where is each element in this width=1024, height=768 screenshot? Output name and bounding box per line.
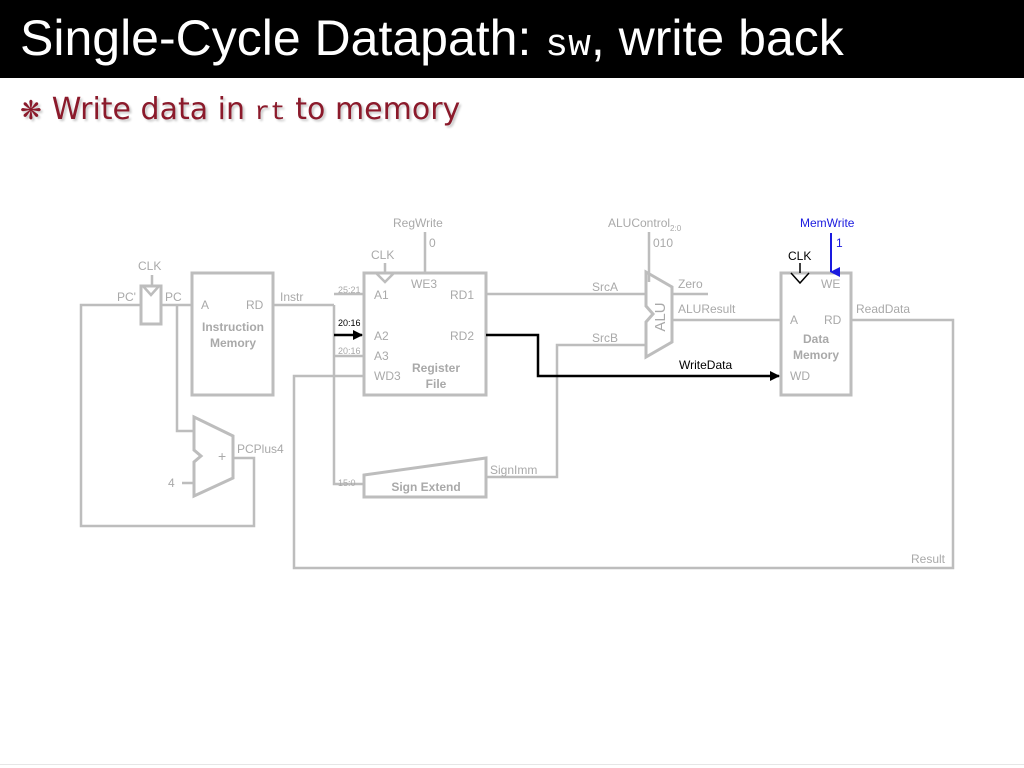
inactive-wires bbox=[79, 232, 955, 570]
dmem-title: Data bbox=[803, 332, 829, 346]
regfile-a3: A3 bbox=[374, 349, 389, 363]
imem-title-2: Memory bbox=[210, 336, 256, 350]
pc-label: PC bbox=[165, 290, 182, 304]
bits-20-16-active: 20:16 bbox=[338, 318, 361, 328]
bullet-code: rt bbox=[254, 97, 286, 127]
writedata-label: WriteData bbox=[679, 358, 732, 372]
dmem-clk-label: CLK bbox=[788, 249, 811, 263]
sign-extend-label: Sign Extend bbox=[391, 480, 460, 494]
alu-label: ALU bbox=[652, 302, 669, 331]
instruction-memory-block bbox=[190, 271, 275, 397]
instr-label: Instr bbox=[280, 290, 303, 304]
zero-label: Zero bbox=[678, 277, 703, 291]
memwrite-label: MemWrite bbox=[800, 216, 855, 230]
adder-plus: + bbox=[218, 448, 226, 464]
sign-extend-block bbox=[362, 456, 488, 499]
bullet-suffix: to memory bbox=[285, 92, 461, 127]
dmem-port-a: A bbox=[790, 313, 798, 327]
regfile-a2: A2 bbox=[374, 329, 389, 343]
imem-port-rd: RD bbox=[246, 298, 264, 312]
regwrite-label: RegWrite bbox=[393, 216, 443, 230]
title-bar: Single-Cycle Datapath: sw, write back bbox=[0, 0, 1024, 78]
regfile-rd1: RD1 bbox=[450, 288, 474, 302]
regwrite-value: 0 bbox=[429, 236, 436, 250]
dmem-we: WE bbox=[821, 277, 840, 291]
regfile-a1: A1 bbox=[374, 288, 389, 302]
dmem-port-wd: WD bbox=[790, 369, 810, 383]
bits-15-0: 15:0 bbox=[338, 478, 356, 488]
srca-label: SrcA bbox=[592, 280, 618, 294]
alu-block bbox=[644, 269, 674, 360]
data-memory-block bbox=[779, 271, 853, 397]
regfile-title-2: File bbox=[426, 377, 447, 391]
regfile-clk-label: CLK bbox=[371, 248, 394, 262]
title-prefix: Single-Cycle Datapath: bbox=[20, 10, 546, 66]
bullet-prefix: Write data in bbox=[51, 92, 255, 127]
bits-25-21: 25:21 bbox=[338, 285, 361, 295]
title-code: sw bbox=[545, 24, 591, 67]
imem-port-a: A bbox=[201, 298, 209, 312]
dmem-title-2: Memory bbox=[793, 348, 839, 362]
bullet-symbol: ❋ bbox=[20, 96, 42, 126]
imem-clk-label: CLK bbox=[138, 259, 161, 273]
constant-four: 4 bbox=[168, 476, 175, 490]
regfile-wd3: WD3 bbox=[374, 369, 401, 383]
bits-20-16-wd: 20:16 bbox=[338, 346, 361, 356]
pc-register bbox=[139, 284, 163, 326]
aluresult-label: ALUResult bbox=[678, 302, 736, 316]
memwrite-value: 1 bbox=[836, 236, 843, 250]
alucontrol-label: ALUControl2:0 bbox=[608, 216, 682, 233]
imem-title: Instruction bbox=[202, 320, 264, 334]
result-label: Result bbox=[911, 552, 946, 566]
pcplus4-label: PCPlus4 bbox=[237, 442, 284, 456]
dmem-port-rd: RD bbox=[824, 313, 842, 327]
adder-block bbox=[192, 414, 235, 499]
regfile-we3: WE3 bbox=[411, 277, 437, 291]
title-suffix: , write back bbox=[590, 10, 844, 66]
regfile-rd2: RD2 bbox=[450, 329, 474, 343]
srcb-label: SrcB bbox=[592, 331, 618, 345]
bottom-divider bbox=[0, 764, 1024, 765]
pc-next-label: PC' bbox=[117, 290, 136, 304]
active-wires bbox=[334, 330, 780, 381]
signimm-label: SignImm bbox=[490, 463, 537, 477]
readdata-label: ReadData bbox=[856, 302, 910, 316]
slide-title: Single-Cycle Datapath: sw, write back bbox=[20, 2, 844, 82]
alucontrol-value: 010 bbox=[653, 236, 673, 250]
regfile-title: Register bbox=[412, 361, 460, 375]
bullet-point: ❋ Write data in rt to memory bbox=[20, 92, 460, 127]
